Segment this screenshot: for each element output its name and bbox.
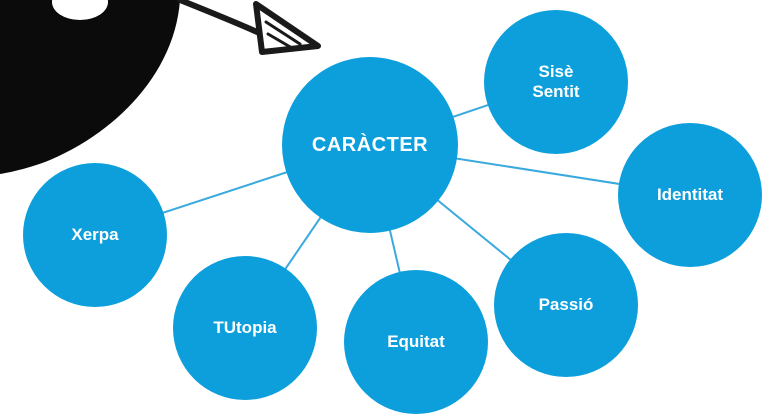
node-sise-sentit: Sisè Sentit bbox=[484, 10, 628, 154]
node-passio: Passió bbox=[494, 233, 638, 377]
node-label: TUtopia bbox=[213, 317, 277, 337]
blob-highlight bbox=[52, 0, 108, 20]
black-blob-shape bbox=[0, 0, 180, 174]
node-label: Passió bbox=[538, 294, 594, 314]
node-label: Sisè Sentit bbox=[532, 61, 580, 101]
node-xerpa: Xerpa bbox=[23, 163, 167, 307]
node-equitat: Equitat bbox=[344, 270, 488, 414]
node-label: Identitat bbox=[656, 184, 724, 204]
center-node-label: CARÀCTER bbox=[311, 134, 429, 156]
hand-drawn-arrow-icon bbox=[177, 0, 321, 55]
center-node: CARÀCTER bbox=[282, 57, 458, 233]
node-tutopia: TUtopia bbox=[173, 256, 317, 400]
node-identitat: Identitat bbox=[618, 123, 762, 267]
node-label: Xerpa bbox=[71, 224, 119, 244]
node-label: Equitat bbox=[387, 331, 445, 351]
